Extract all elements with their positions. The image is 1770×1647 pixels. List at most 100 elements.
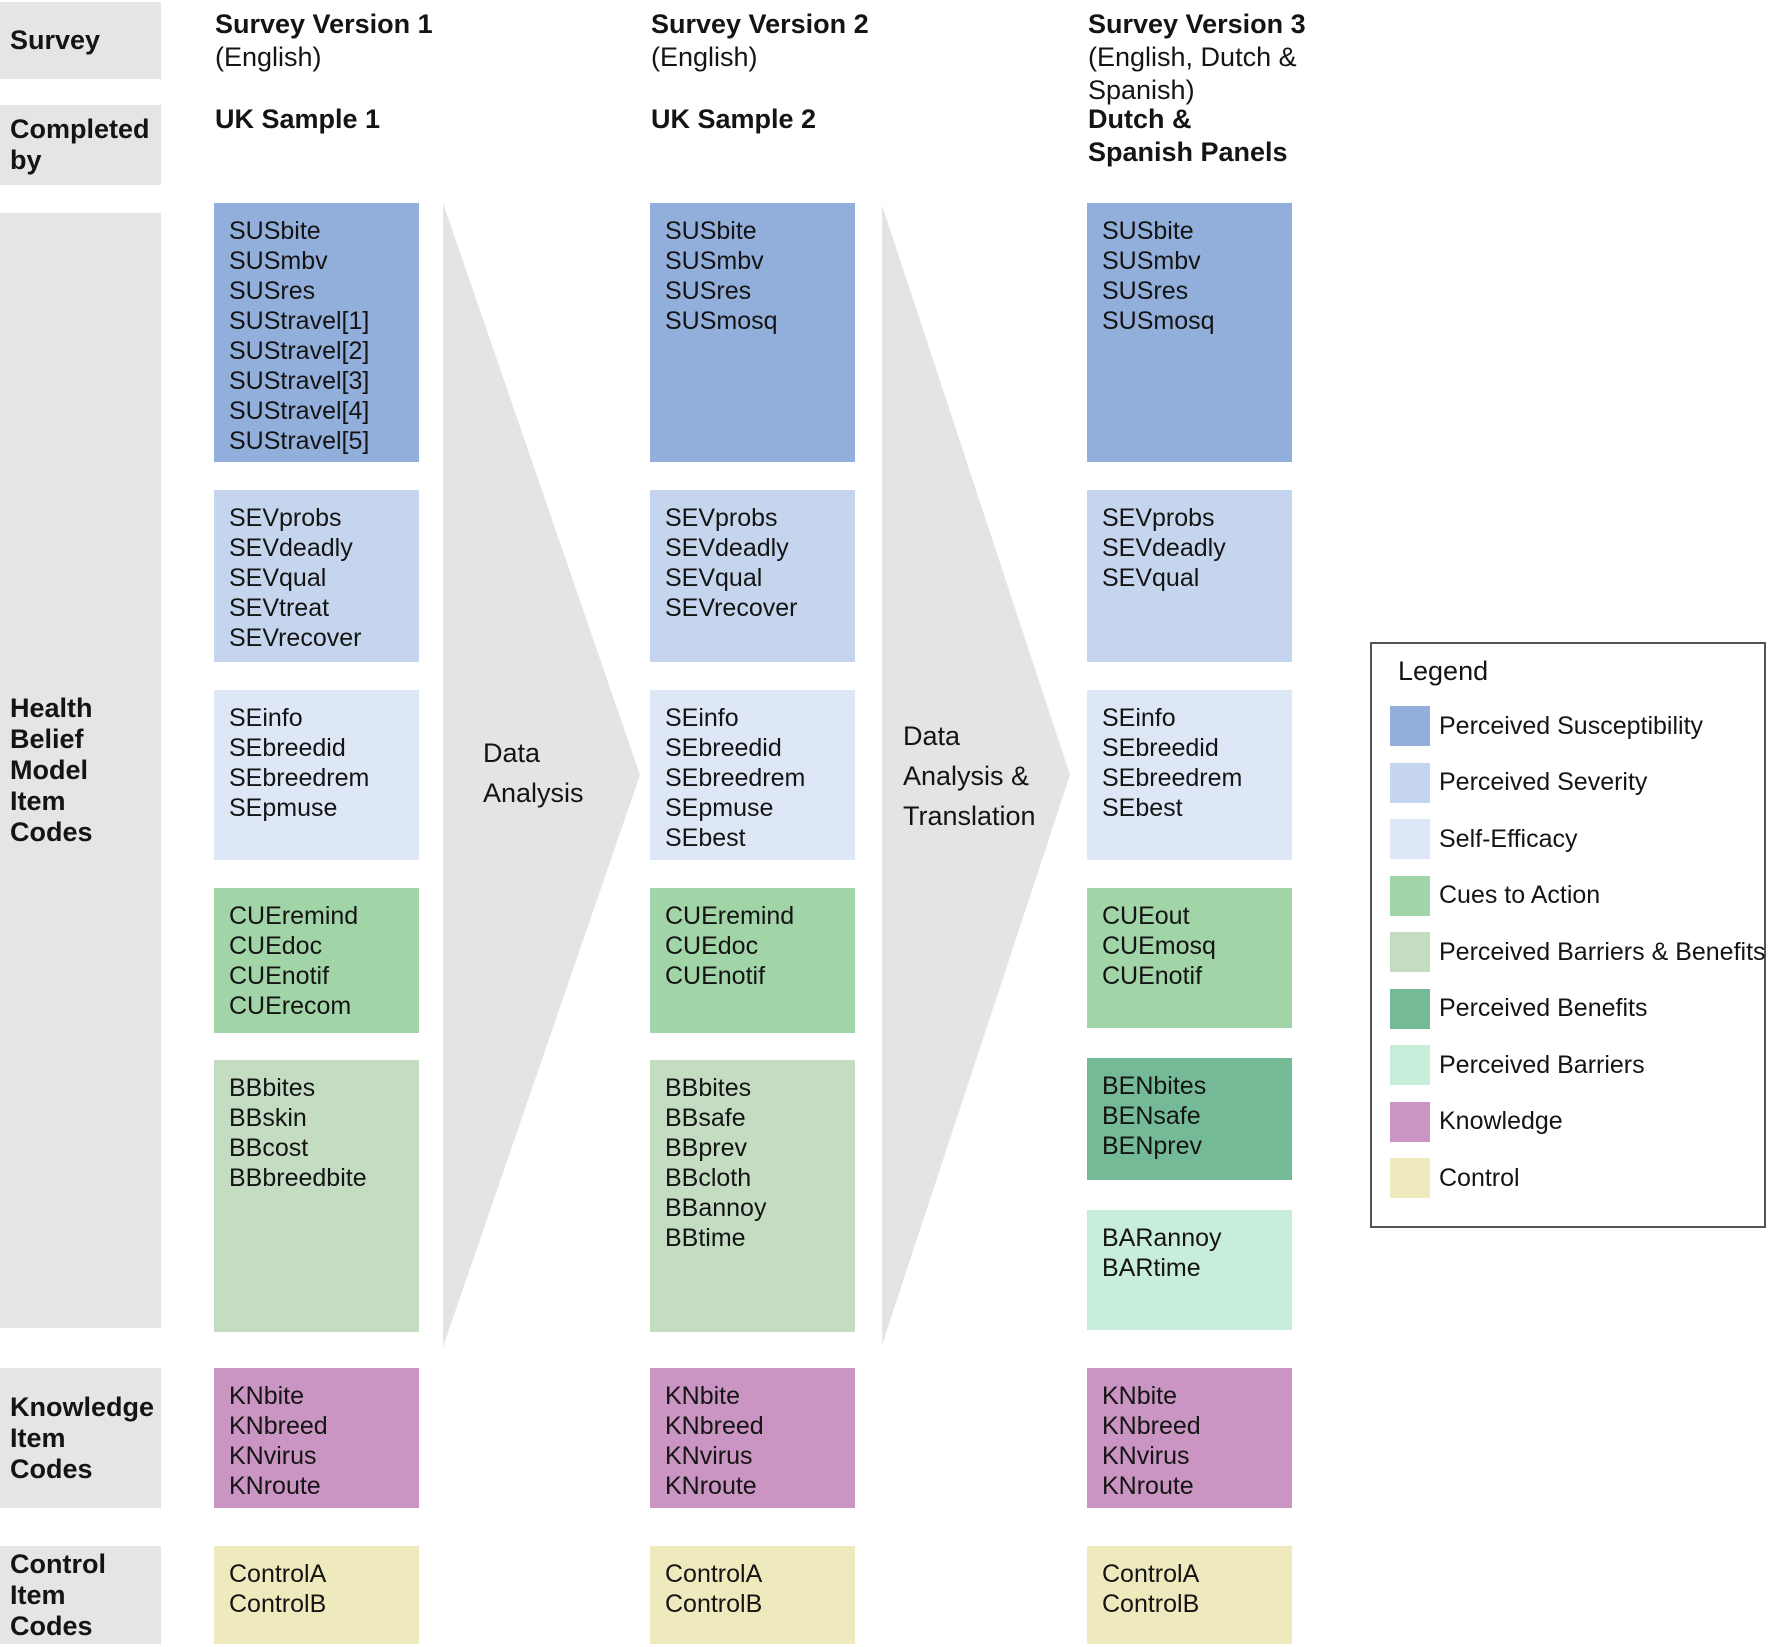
item-code: SEbreedrem [665, 764, 806, 792]
item-code: SEVqual [1102, 564, 1200, 592]
data-analysis-translation-arrow-label: Data Analysis & Translation [903, 721, 1036, 831]
row-label-completed-by: Completed by [0, 105, 161, 185]
legend-item: Perceived Barriers & Benefits [1390, 932, 1766, 972]
item-code: KNroute [1102, 1472, 1194, 1500]
legend-item: Perceived Susceptibility [1390, 706, 1766, 746]
item-code: BBbreedbite [229, 1164, 367, 1192]
item-code: CUEdoc [229, 932, 323, 960]
item-code: BBprev [665, 1134, 747, 1162]
item-code: ControlA [665, 1560, 763, 1588]
item-code: SEVtreat [229, 594, 330, 622]
control-swatch-icon [1390, 1158, 1430, 1198]
item-code: CUEdoc [665, 932, 759, 960]
legend-label: Control [1439, 1163, 1520, 1192]
item-code: SUStravel[2] [229, 337, 370, 365]
legend-label: Knowledge [1439, 1107, 1563, 1135]
col2-header: Survey Version 2 (English) [651, 8, 1071, 74]
item-code: SEVdeadly [1102, 534, 1226, 562]
item-code: CUEnotif [1102, 962, 1203, 990]
row-label-survey: Survey [0, 2, 161, 79]
item-code: BBbites [665, 1074, 752, 1102]
col1-completed-by: UK Sample 1 [215, 104, 381, 134]
row-label-hbm-item-codes: Health Belief Model Item Codes [0, 213, 161, 1328]
col2-completed-by: UK Sample 2 [651, 104, 817, 134]
item-code: SEVdeadly [229, 534, 353, 562]
item-code: SUStravel[5] [229, 427, 370, 455]
item-code: SUSres [665, 277, 752, 305]
item-code: SEbreedid [229, 734, 346, 762]
item-code: KNroute [229, 1472, 321, 1500]
item-code: BBskin [229, 1104, 307, 1132]
item-code: ControlA [1102, 1560, 1200, 1588]
item-code: SEVqual [229, 564, 327, 592]
item-code: BBcost [229, 1134, 309, 1162]
self-efficacy-swatch-icon [1390, 819, 1430, 859]
item-code: KNbite [1102, 1382, 1178, 1410]
item-code: CUErecom [229, 992, 352, 1020]
item-code: SEVqual [665, 564, 763, 592]
item-code: SUSmbv [1102, 247, 1201, 275]
severity-swatch-icon [1390, 762, 1430, 803]
item-code: KNvirus [229, 1442, 317, 1470]
item-code: SUSbite [665, 217, 757, 245]
item-code: SUSmosq [1102, 307, 1215, 335]
legend-item: Self-Efficacy [1390, 819, 1766, 859]
legend-title: Legend [1398, 656, 1489, 686]
legend-item: Perceived Benefits [1390, 988, 1766, 1029]
item-code: BARtime [1102, 1254, 1201, 1282]
legend-label: Self-Efficacy [1439, 824, 1578, 853]
legend-rows: Perceived Susceptibility Perceived Sever… [1390, 706, 1766, 1215]
item-code: SEbreedid [1102, 734, 1219, 762]
item-code: SUSres [1102, 277, 1189, 305]
item-code: KNvirus [1102, 1442, 1190, 1470]
item-code: BARannoy [1102, 1224, 1222, 1252]
item-code: CUEnotif [665, 962, 766, 990]
legend-label: Cues to Action [1439, 881, 1601, 909]
item-code: CUEremind [229, 902, 359, 930]
legend-item: Control [1390, 1158, 1766, 1198]
item-code: SEbest [1102, 794, 1183, 822]
item-code: ControlA [229, 1560, 327, 1588]
legend: Legend Perceived Susceptibility Perceive… [1370, 642, 1766, 1228]
legend-item: Knowledge [1390, 1101, 1766, 1142]
item-code: SUStravel[4] [229, 397, 370, 425]
item-code: SUSmbv [665, 247, 764, 275]
item-code: SEVprobs [1102, 504, 1215, 532]
benefits-swatch-icon [1390, 988, 1430, 1029]
legend-label: Perceived Severity [1439, 768, 1648, 796]
col1-subtitle: (English) [215, 42, 322, 72]
item-code: SEVrecover [229, 624, 362, 652]
legend-label: Perceived Barriers [1439, 1050, 1645, 1079]
item-code: BENbites [1102, 1072, 1207, 1100]
item-code: KNbreed [1102, 1412, 1201, 1440]
item-code: SUSbite [229, 217, 321, 245]
legend-label: Perceived Benefits [1439, 994, 1648, 1022]
item-code: CUEremind [665, 902, 795, 930]
item-code: KNroute [665, 1472, 757, 1500]
item-code: SUSbite [1102, 217, 1194, 245]
item-code: SEbreedid [665, 734, 782, 762]
data-analysis-arrow-label: Data Analysis [483, 738, 584, 808]
item-code: SUSmbv [229, 247, 328, 275]
item-code: SUStravel[3] [229, 367, 370, 395]
row-label-control-item-codes: Control Item Codes [0, 1546, 161, 1644]
item-code: SEbreedrem [229, 764, 370, 792]
legend-item: Cues to Action [1390, 875, 1766, 916]
row-label-knowledge-item-codes: Knowledge Item Codes [0, 1368, 161, 1508]
item-code: SEVprobs [665, 504, 778, 532]
item-code: KNvirus [665, 1442, 753, 1470]
item-code: SUStravel[1] [229, 307, 370, 335]
item-code: ControlB [1102, 1590, 1200, 1618]
item-code: BBtime [665, 1224, 746, 1252]
item-code: CUEout [1102, 902, 1190, 930]
